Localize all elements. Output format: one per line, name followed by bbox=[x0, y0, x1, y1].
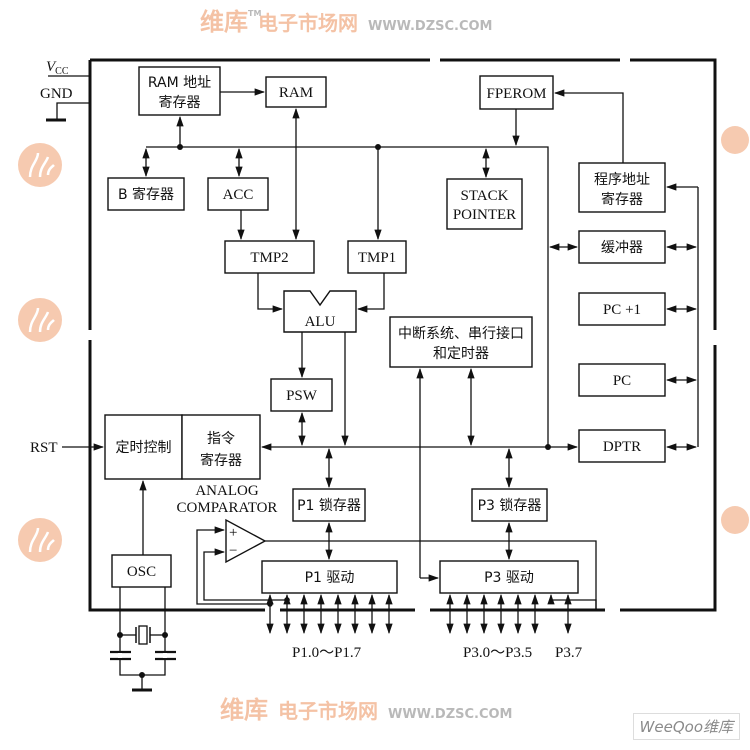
p1-pins-label: P1.0～P1.7 bbox=[292, 645, 362, 661]
vcc-label: VCC bbox=[46, 59, 69, 77]
watermark-logo-icon bbox=[18, 518, 62, 562]
block-p1-driver: P1 驱动 bbox=[261, 560, 398, 594]
stack-pointer-line-1: STACK bbox=[461, 188, 509, 204]
bus-wires bbox=[62, 88, 699, 610]
tmp2-label: TMP2 bbox=[250, 250, 288, 266]
watermark-layer: 维库 电子市场网 WWW.DZSC.COM TM 维库 电子市场网 WWW.DZ… bbox=[18, 8, 749, 724]
stack-pointer-line-2: POINTER bbox=[453, 207, 516, 223]
p1-latch-label: P1 锁存器 bbox=[297, 498, 361, 514]
block-interrupt-serial-timer: 中断系统、串行接口 和定时器 bbox=[389, 316, 533, 368]
analog-comparator-line-2: COMPARATOR bbox=[177, 500, 278, 516]
p37-pin-label: P3.7 bbox=[555, 645, 583, 661]
interrupt-line-1: 中断系统、串行接口 bbox=[398, 325, 524, 342]
pc-label: PC bbox=[613, 373, 631, 389]
ram-label: RAM bbox=[279, 85, 313, 101]
block-acc: ACC bbox=[207, 177, 269, 211]
watermark-brand: 维库 bbox=[200, 8, 248, 36]
analog-comparator-symbol: + − bbox=[225, 518, 267, 564]
pc-plus-1-label: PC +1 bbox=[603, 302, 641, 318]
watermark-tm: TM bbox=[248, 9, 261, 18]
watermark-url: WWW.DZSC.COM bbox=[368, 19, 492, 34]
comparator-minus-input: − bbox=[229, 543, 237, 559]
ram-address-register-line-1: RAM 地址 bbox=[148, 75, 211, 91]
osc-label: OSC bbox=[127, 564, 156, 580]
watermark-brand: 维库 bbox=[220, 696, 268, 724]
block-dptr: DPTR bbox=[578, 429, 666, 463]
block-psw: PSW bbox=[270, 378, 333, 412]
block-ram-address-register: RAM 地址 寄存器 bbox=[138, 66, 221, 116]
program-address-register-line-2: 寄存器 bbox=[601, 191, 643, 208]
watermark-logo-icon bbox=[721, 126, 749, 154]
analog-comparator-line-1: ANALOG bbox=[195, 483, 258, 499]
buffer-label: 缓冲器 bbox=[601, 240, 643, 256]
block-p3-driver: P3 驱动 bbox=[439, 560, 579, 594]
watermark-site: 电子市场网 bbox=[258, 11, 358, 35]
ram-address-register-line-2: 寄存器 bbox=[159, 94, 201, 111]
p1-driver-label: P1 驱动 bbox=[305, 570, 355, 586]
block-pc: PC bbox=[578, 363, 666, 397]
comparator-plus-input: + bbox=[229, 525, 237, 541]
p3-pins-label: P3.0～P3.5 bbox=[463, 645, 532, 661]
gnd-line bbox=[56, 102, 90, 120]
instruction-register-line-1: 指令 bbox=[207, 431, 235, 447]
block-fperom: FPEROM bbox=[479, 75, 554, 110]
program-address-register-line-1: 程序地址 bbox=[594, 172, 650, 188]
block-stack-pointer: STACK POINTER bbox=[446, 178, 523, 230]
crystal-icon bbox=[138, 625, 148, 645]
block-p1-latch: P1 锁存器 bbox=[292, 488, 366, 522]
block-pc-plus-1: PC +1 bbox=[578, 292, 666, 326]
alu-label: ALU bbox=[305, 314, 336, 330]
b-register-label: B 寄存器 bbox=[118, 186, 174, 203]
rst-pin-label: RST bbox=[30, 440, 58, 456]
dptr-label: DPTR bbox=[603, 439, 641, 455]
watermark-logo-icon bbox=[18, 298, 62, 342]
crystal-oscillator-circuit bbox=[110, 587, 176, 692]
instruction-register-line-2: 寄存器 bbox=[200, 452, 242, 469]
p1-pin-arrows bbox=[266, 593, 393, 635]
watermark-site: 电子市场网 bbox=[278, 699, 378, 723]
block-alu: ALU bbox=[283, 290, 357, 333]
block-instruction-register: 指令 寄存器 bbox=[181, 414, 261, 480]
interrupt-line-2: 和定时器 bbox=[433, 346, 489, 362]
block-timing-control: 定时控制 bbox=[104, 414, 183, 480]
block-tmp2: TMP2 bbox=[224, 240, 315, 274]
psw-label: PSW bbox=[286, 388, 318, 404]
block-program-address-register: 程序地址 寄存器 bbox=[578, 162, 666, 213]
watermark-url: WWW.DZSC.COM bbox=[388, 707, 512, 722]
block-tmp1: TMP1 bbox=[347, 240, 407, 274]
footer-brand-watermark: WeeQoo维库 bbox=[632, 713, 740, 740]
label-analog-comparator: ANALOG COMPARATOR bbox=[177, 483, 278, 516]
block-ram: RAM bbox=[265, 76, 327, 108]
acc-label: ACC bbox=[223, 187, 254, 203]
p3-latch-label: P3 锁存器 bbox=[478, 498, 542, 514]
watermark-logo-icon bbox=[721, 506, 749, 534]
timing-control-label: 定时控制 bbox=[116, 440, 172, 456]
block-p3-latch: P3 锁存器 bbox=[471, 488, 548, 522]
fperom-label: FPEROM bbox=[486, 86, 546, 102]
block-osc: OSC bbox=[111, 554, 172, 588]
block-b-register: B 寄存器 bbox=[107, 177, 185, 211]
p3-driver-label: P3 驱动 bbox=[484, 570, 534, 586]
block-buffer: 缓冲器 bbox=[578, 230, 666, 264]
gnd-label: GND bbox=[40, 86, 73, 102]
watermark-logo-icon bbox=[18, 143, 62, 187]
p3-pin-arrows bbox=[446, 593, 572, 635]
power-pins: VCC GND bbox=[40, 59, 90, 122]
tmp1-label: TMP1 bbox=[358, 250, 396, 266]
